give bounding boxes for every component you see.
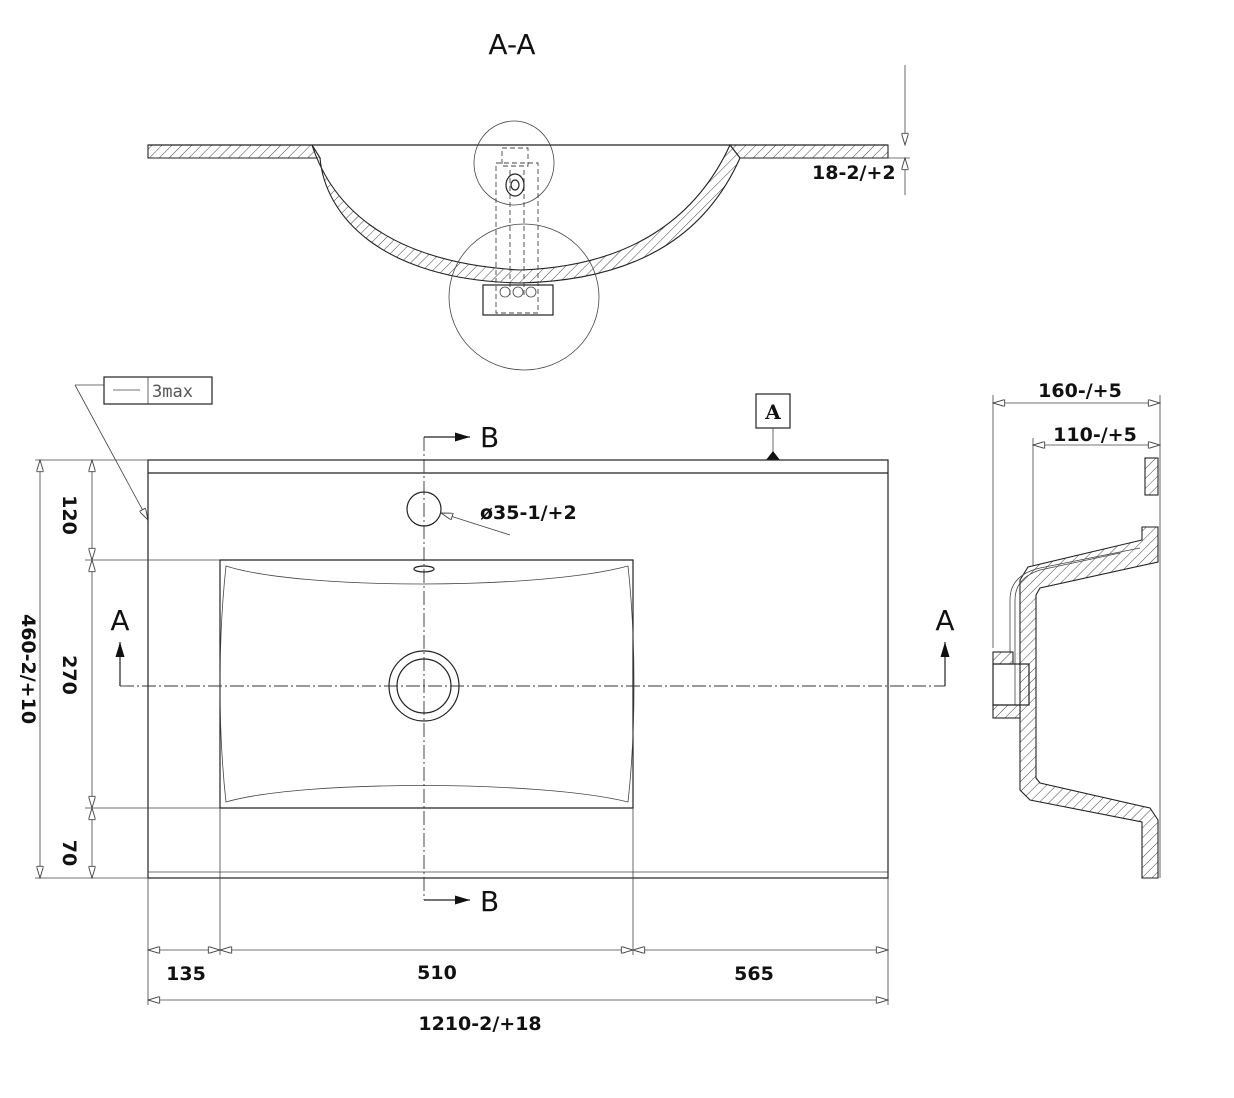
countertop-outline [147, 459, 889, 879]
tap-hole-leader [441, 513, 511, 536]
bowl-section [311, 143, 741, 284]
drain-detail-circle [448, 223, 600, 371]
depth-segment-1: 120 [58, 495, 80, 535]
plan-view: 3max A ø35-1/+2 B B A A [17, 376, 955, 1035]
side-view: 160-/+5 110-/+5 [992, 380, 1160, 879]
side-bowl-height-dim: 110-/+5 [1053, 424, 1137, 446]
drain-boss [992, 663, 1030, 706]
pipe-hidden [495, 162, 539, 314]
tap-detail-circle [473, 120, 555, 206]
width-segment-3: 565 [734, 963, 774, 985]
back-upstand-section [1144, 457, 1159, 496]
section-b-bottom-label: B [480, 885, 499, 918]
flatness-tolerance: 3max [152, 382, 193, 402]
datum-triangle [766, 451, 780, 460]
tap-body-hidden [501, 147, 529, 167]
section-a-right-label: A [935, 604, 954, 637]
section-a-a: A-A 18-2/+2 [147, 28, 910, 371]
overflow-channel [1009, 547, 1141, 655]
section-a-a-title: A-A [488, 28, 535, 61]
drain-fitting [482, 284, 554, 316]
side-profile-section [1019, 526, 1159, 879]
thickness-dim: 18-2/+2 [812, 162, 896, 184]
depth-segment-3: 70 [58, 840, 80, 866]
width-total-dim: 1210-2/+18 [418, 1013, 541, 1035]
section-b-top-label: B [480, 421, 499, 454]
flatness-leader [74, 384, 148, 520]
tap-hole-dim: ø35-1/+2 [480, 502, 577, 524]
side-height-total-dim: 160-/+5 [1038, 380, 1122, 402]
tap-nut [505, 173, 525, 197]
left-deck-section [147, 144, 321, 159]
width-segment-2: 510 [417, 962, 457, 984]
flatness-tolerance-box [103, 376, 213, 405]
datum-label: A [764, 400, 781, 424]
depth-segment-2: 270 [58, 655, 80, 695]
basin-inner-curve [219, 565, 635, 803]
basin-outline [219, 559, 634, 809]
right-deck-section [728, 144, 889, 159]
depth-total-dim: 460-2/+10 [17, 614, 39, 724]
section-a-left-label: A [110, 604, 129, 637]
width-segment-1: 135 [166, 963, 206, 985]
